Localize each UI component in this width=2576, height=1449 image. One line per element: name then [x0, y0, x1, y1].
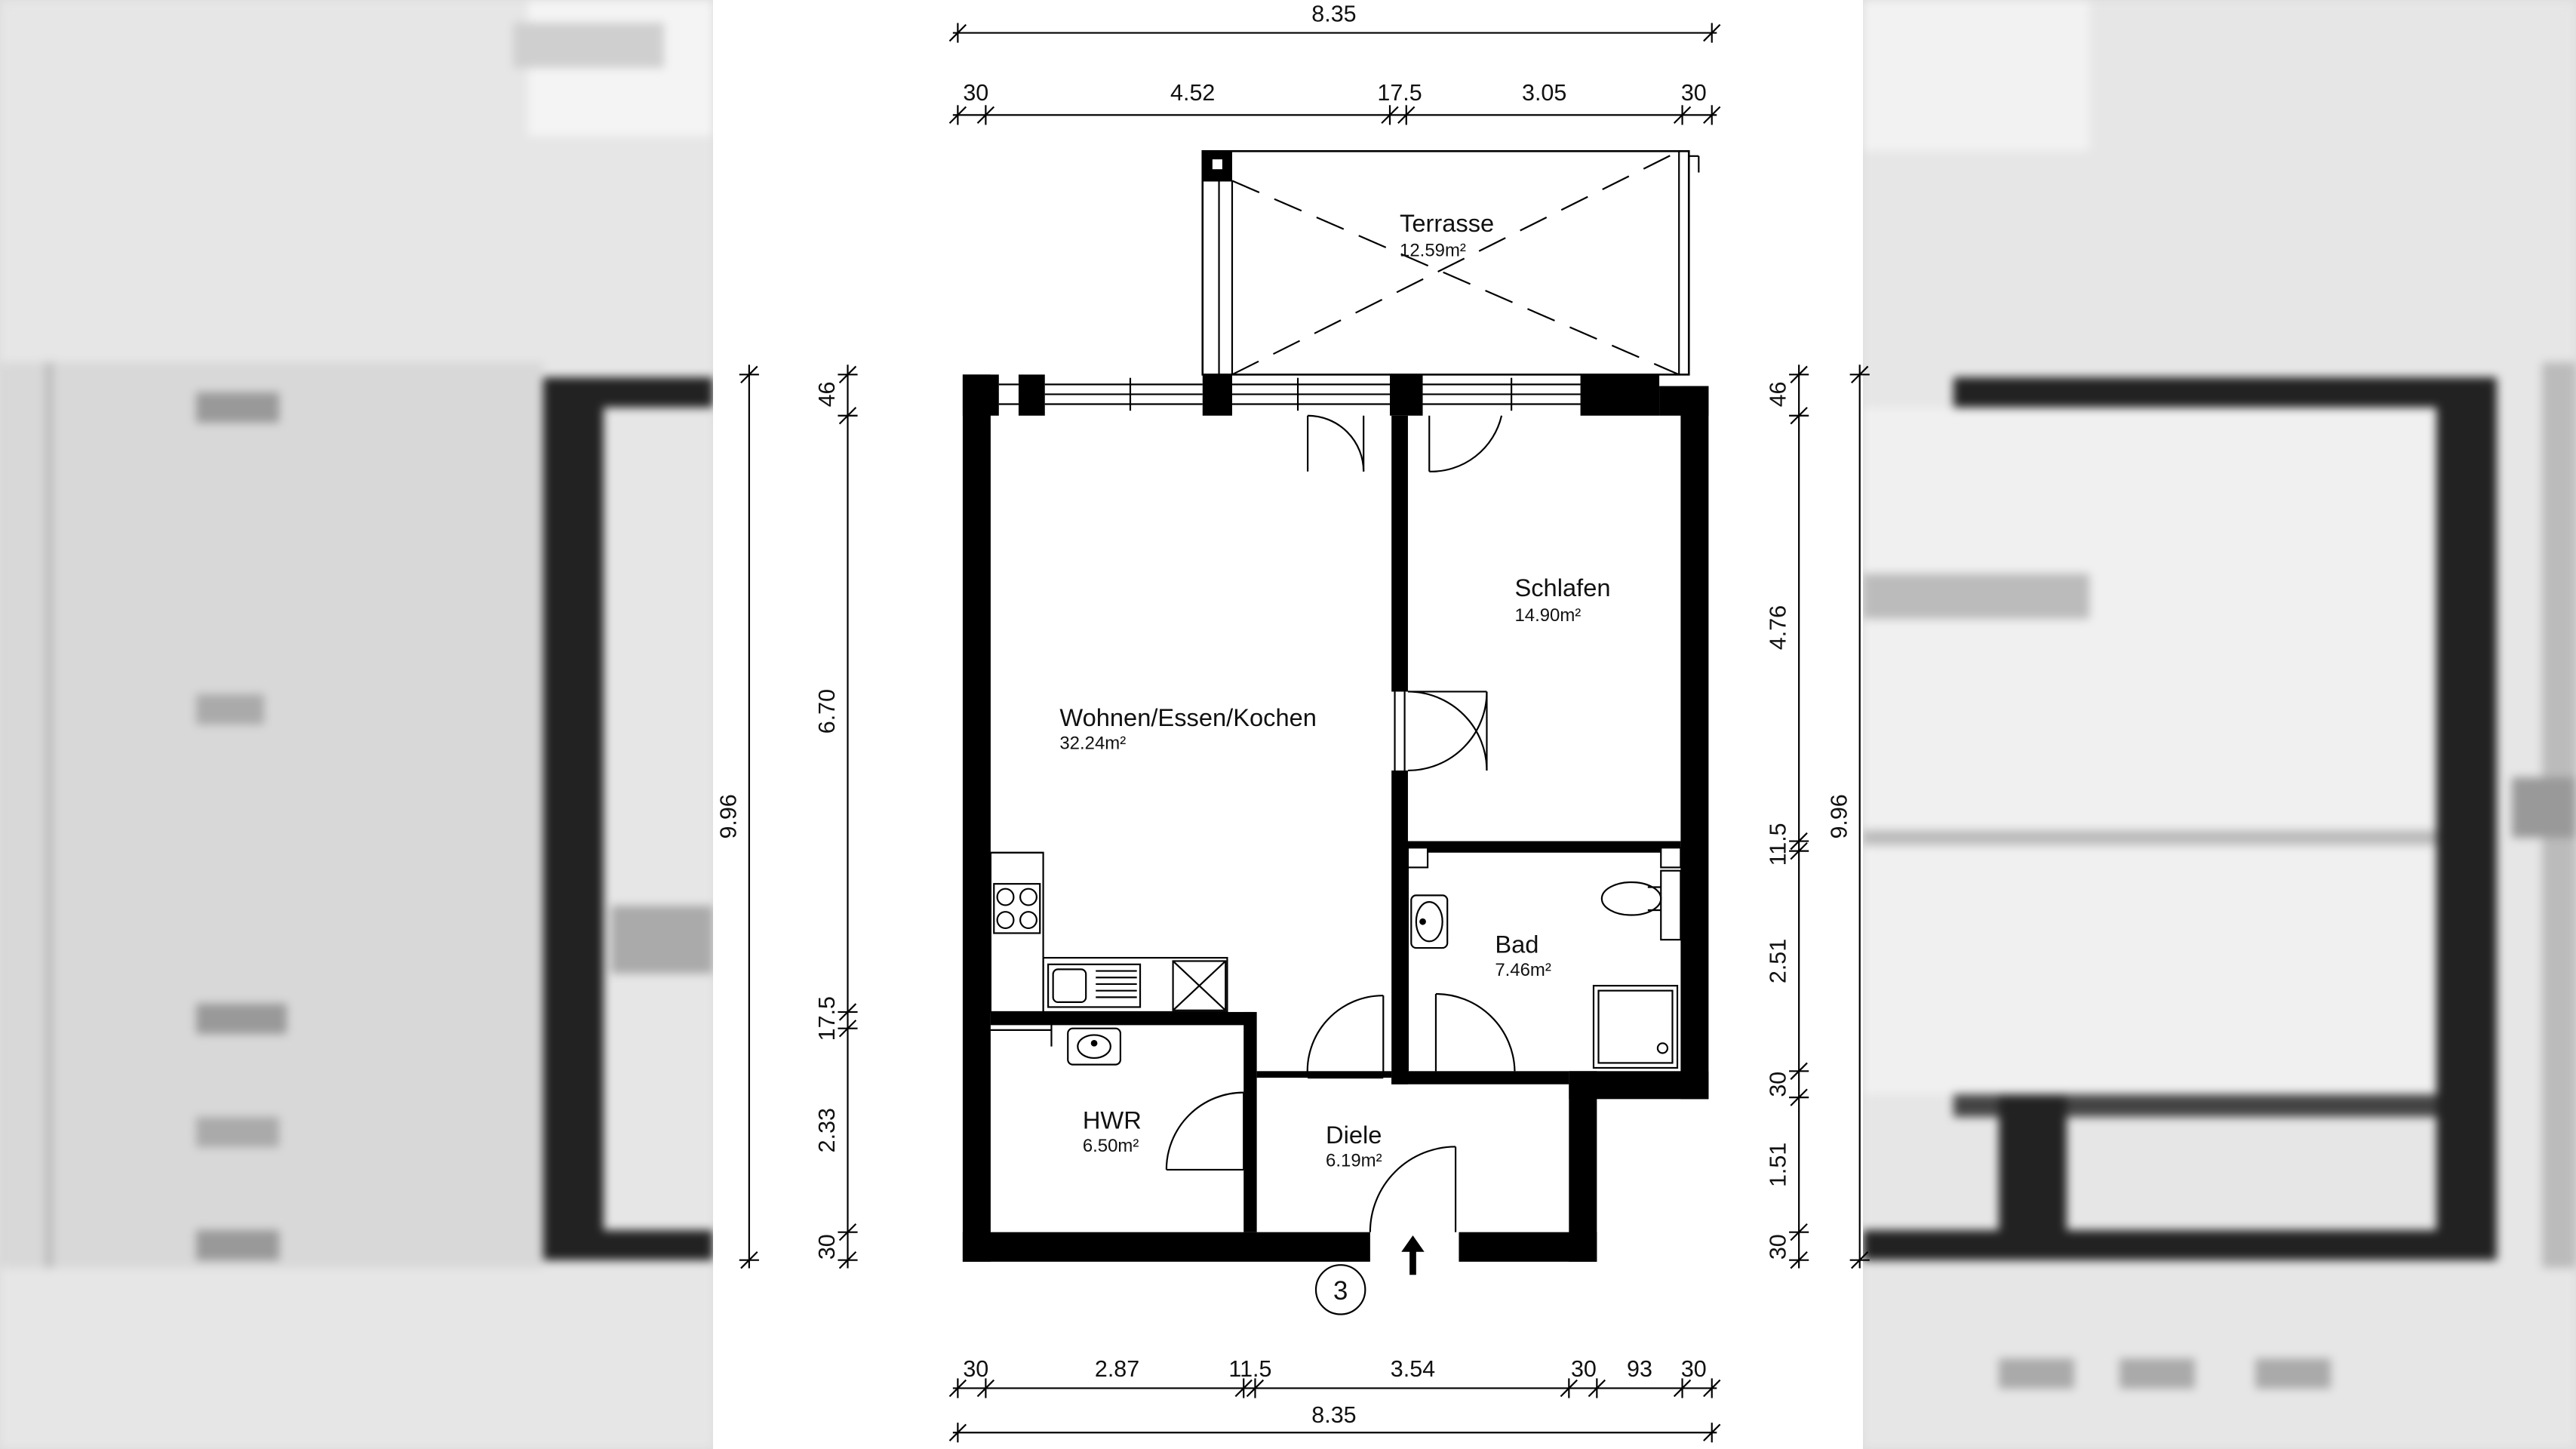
dim-right-seg-5: 30: [1766, 1072, 1791, 1097]
dim-bottom-seg-6: 93: [1627, 1356, 1652, 1382]
dim-bottom-seg-4: 3.54: [1391, 1356, 1435, 1382]
dim-top-seg-3: 17.5: [1377, 80, 1422, 106]
left-segment-dimension: [838, 365, 858, 1269]
hall-name: Diele: [1326, 1121, 1382, 1149]
bath-area: 7.46m²: [1495, 960, 1551, 980]
left-total-dimension: [739, 365, 759, 1269]
doors: [1165, 414, 1516, 1232]
dim-right-seg-1: 46: [1766, 382, 1791, 408]
dim-left-seg-3: 17.5: [814, 996, 840, 1041]
utility-name: HWR: [1083, 1106, 1142, 1134]
dim-bottom-seg-7: 30: [1681, 1356, 1707, 1382]
dim-left-seg-4: 2.33: [814, 1108, 840, 1152]
dim-right-seg-6: 1.51: [1766, 1143, 1791, 1187]
dim-right-total: 9.96: [1826, 794, 1852, 838]
right-segment-dimension: [1789, 365, 1809, 1269]
terrace-windows: [998, 377, 1581, 411]
terrace-name: Terrasse: [1400, 209, 1494, 237]
dim-bottom-total: 8.35: [1311, 1402, 1356, 1428]
terrace-area: 12.59m²: [1400, 241, 1466, 261]
dim-bottom-seg-3: 11.5: [1228, 1356, 1271, 1382]
bottom-segment-dimension: [948, 1378, 1721, 1398]
blurred-right-panel: [1863, 0, 2576, 1449]
dim-left-total: 9.96: [715, 794, 741, 838]
dim-top-total: 8.35: [1311, 1, 1356, 26]
entrance-arrow: [1401, 1235, 1425, 1275]
living-area: 32.24m²: [1059, 734, 1126, 754]
dim-left-seg-2: 6.70: [814, 689, 840, 734]
unit-number-circle: [1314, 1264, 1366, 1315]
utility-area: 6.50m²: [1083, 1136, 1139, 1156]
bath-fixtures: [1410, 869, 1682, 1069]
dim-top-seg-1: 30: [963, 80, 988, 106]
hall-area: 6.19m²: [1326, 1151, 1382, 1171]
utility-sink: [1067, 1027, 1122, 1066]
dim-top-seg-2: 4.52: [1170, 80, 1215, 106]
top-total-dimension: [948, 23, 1721, 43]
dim-right-seg-7: 30: [1766, 1234, 1791, 1260]
living-name: Wohnen/Essen/Kochen: [1059, 703, 1317, 731]
bedroom-area: 14.90m²: [1514, 605, 1581, 626]
dim-right-seg-3: 11.5: [1766, 823, 1791, 866]
bedroom-name: Schlafen: [1514, 574, 1610, 601]
top-segment-dimension: [948, 105, 1721, 125]
blurred-left-panel: [0, 0, 713, 1449]
dim-right-seg-4: 2.51: [1766, 939, 1791, 983]
bath-name: Bad: [1495, 931, 1539, 958]
dim-left-seg-1: 46: [814, 382, 840, 408]
bottom-total-dimension: [948, 1423, 1721, 1443]
dim-bottom-seg-2: 2.87: [1095, 1356, 1139, 1382]
dim-bottom-seg-5: 30: [1571, 1356, 1597, 1382]
dim-right-seg-2: 4.76: [1766, 605, 1791, 650]
exterior-walls: [962, 374, 1709, 1262]
dim-top-seg-4: 3.05: [1522, 80, 1566, 106]
dim-bottom-seg-1: 30: [963, 1356, 988, 1382]
unit-number: 3: [1333, 1276, 1348, 1306]
dim-left-seg-5: 30: [814, 1234, 840, 1260]
dim-top-seg-5: 30: [1681, 80, 1707, 106]
kitchen-counter: [989, 851, 1228, 1014]
right-total-dimension: [1849, 365, 1870, 1269]
terrace: [1201, 149, 1700, 376]
